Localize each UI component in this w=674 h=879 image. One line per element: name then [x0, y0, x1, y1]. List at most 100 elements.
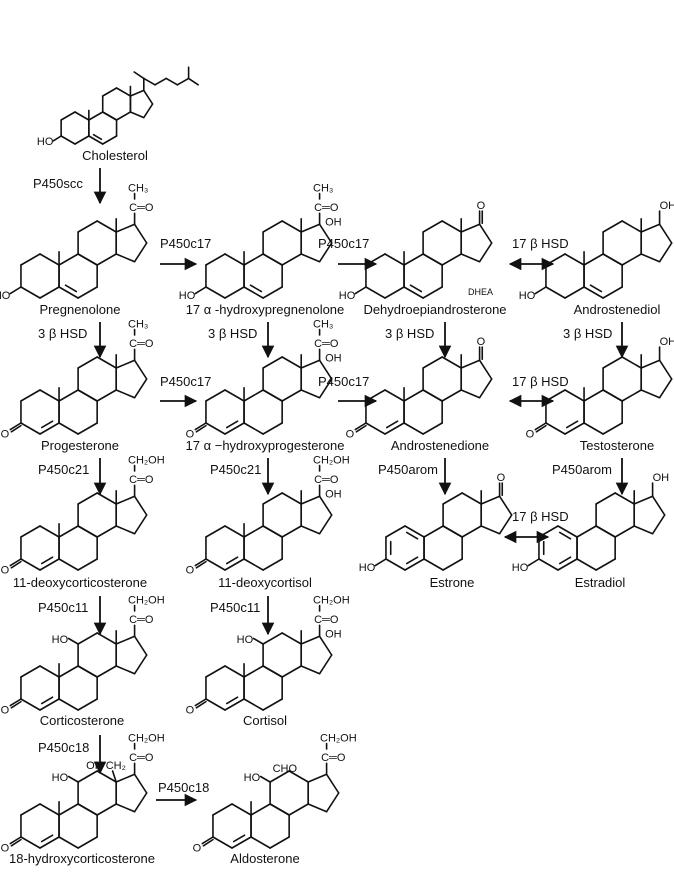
bond	[460, 223, 481, 233]
bond	[115, 111, 132, 121]
bond	[195, 560, 207, 569]
bond	[262, 632, 283, 645]
bond	[281, 665, 303, 678]
bond	[40, 556, 54, 565]
bond	[262, 356, 283, 369]
bond	[658, 359, 673, 380]
substituent-label: O	[186, 428, 195, 440]
enzyme-17bhsd-3: 17 β HSD	[512, 509, 569, 524]
bond	[40, 834, 54, 843]
bond	[39, 836, 60, 849]
bond	[250, 836, 271, 849]
bond	[325, 792, 340, 813]
bond	[461, 492, 483, 505]
enzyme-p450c18-2: P450c18	[158, 780, 209, 795]
bond	[129, 111, 145, 119]
substituent-label: O	[193, 842, 202, 854]
bond	[115, 495, 136, 505]
bond	[422, 253, 443, 266]
bond	[40, 420, 54, 429]
bond	[422, 389, 443, 402]
bond	[194, 558, 207, 567]
substituent-label: CH₃	[313, 182, 333, 194]
substituent-label: O	[497, 472, 506, 484]
label-cholesterol: Cholesterol	[82, 148, 148, 163]
bond	[602, 253, 623, 266]
label-17-hydroxypregnenolone: 17 α -hydroxypregnenolone	[186, 302, 345, 317]
substituent-label: O	[346, 428, 355, 440]
bond	[231, 836, 252, 849]
bond	[318, 635, 333, 656]
bond	[58, 836, 79, 849]
substituent-label: OH	[660, 200, 674, 212]
bond	[614, 525, 636, 538]
bond	[77, 356, 98, 369]
bond	[111, 770, 118, 783]
bond	[96, 665, 118, 678]
substituent-label: HO	[0, 290, 11, 302]
bond	[39, 803, 60, 816]
substituent-label: HO	[339, 290, 356, 302]
enzyme-p450scc: P450scc	[33, 176, 83, 191]
bond	[101, 111, 118, 121]
enzyme-p450c17-4: P450c17	[318, 374, 369, 389]
bond	[77, 389, 98, 402]
substituent-label: CHO	[273, 763, 298, 775]
bond	[20, 525, 41, 538]
bond	[129, 89, 145, 97]
bond	[422, 356, 443, 369]
bond	[77, 220, 98, 233]
bond	[20, 253, 41, 266]
bond	[602, 356, 623, 369]
bond	[404, 558, 425, 571]
bond	[564, 389, 585, 402]
bond	[385, 420, 399, 429]
bond	[74, 135, 90, 145]
substituent-label: HO	[52, 634, 69, 646]
bond	[640, 389, 661, 399]
bond	[9, 286, 22, 295]
bond	[460, 359, 481, 369]
bond	[385, 558, 406, 571]
bond	[9, 422, 22, 431]
bond	[77, 836, 98, 849]
bond	[535, 424, 547, 433]
bond	[176, 77, 190, 86]
bond	[281, 492, 303, 505]
bond	[39, 253, 60, 266]
enzyme-3bhsd-1: 3 β HSD	[38, 326, 87, 341]
bond	[281, 253, 303, 266]
bond	[225, 420, 239, 429]
bond	[374, 558, 387, 567]
bond	[77, 698, 98, 711]
bond	[557, 525, 578, 538]
bond	[20, 698, 41, 711]
bond	[300, 635, 321, 645]
bond	[201, 836, 214, 845]
bond	[224, 422, 245, 435]
bond	[365, 422, 386, 435]
bond	[403, 253, 424, 266]
bond	[40, 696, 54, 705]
enzyme-p450arom-1: P450arom	[378, 462, 438, 477]
bond	[589, 284, 603, 293]
substituent-label: HO	[52, 772, 69, 784]
bond	[101, 135, 118, 145]
bond	[224, 558, 245, 571]
bond	[300, 665, 321, 675]
enzyme-3bhsd-3: 3 β HSD	[385, 326, 434, 341]
bond	[633, 495, 654, 505]
bond	[20, 803, 41, 816]
substituent-label: OH	[653, 472, 670, 484]
bond	[602, 389, 623, 402]
bond	[224, 286, 245, 299]
bond	[133, 514, 148, 535]
bond	[583, 286, 604, 299]
bond	[224, 698, 245, 711]
bond	[640, 223, 661, 233]
bond	[194, 286, 207, 295]
substituent-label: C═O	[129, 474, 154, 486]
bond	[423, 525, 444, 538]
